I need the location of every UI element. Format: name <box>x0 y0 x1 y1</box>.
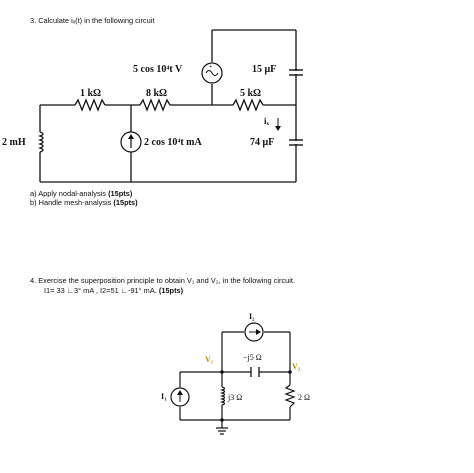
label-voltage-source: 5 cos 10⁴t V <box>133 64 183 75</box>
label-capacitor-74uF: 74 μF <box>250 137 275 148</box>
label-capacitor: −j5 Ω <box>243 353 262 362</box>
label-V1: V₁ <box>205 355 214 364</box>
label-resistor-8k: 8 kΩ <box>146 88 168 99</box>
q4-line1: 4. Exercise the superposition principle … <box>30 276 295 285</box>
svg-text:+: + <box>209 64 212 70</box>
q4-resistor <box>284 384 296 408</box>
resistor-8k <box>139 98 171 112</box>
label-inductor-2mh: 2 mH <box>2 137 26 148</box>
resistor-5k <box>232 98 264 112</box>
label-V2: V₂ <box>292 362 301 371</box>
label-resistor: 2 Ω <box>298 393 310 402</box>
q4-line2: I1= 33 ∟3° mA , I2=51 ∟-91° mA. (15pts) <box>44 286 184 295</box>
label-current-source: 2 cos 10⁴t mA <box>144 137 202 148</box>
q4-inductor <box>219 386 226 406</box>
label-ix: iₓ <box>264 116 270 126</box>
inductor-2mh <box>37 131 44 153</box>
label-resistor-1k: 1 kΩ <box>80 88 102 99</box>
q3-part-a: a) Apply nodal-analysis (15pts) <box>30 189 133 198</box>
resistor-1k <box>74 98 106 112</box>
q3-part-b: b) Handle mesh-analysis (15pts) <box>30 198 138 207</box>
label-I1: I₁ <box>161 392 167 401</box>
label-capacitor-15uF: 15 μF <box>252 64 277 75</box>
label-inductor: j3 Ω <box>228 393 243 402</box>
q3-title: 3. Calculate iₓ(t) in the following circ… <box>30 16 155 25</box>
label-resistor-5k: 5 kΩ <box>240 88 262 99</box>
label-I2: I₂ <box>249 312 255 321</box>
